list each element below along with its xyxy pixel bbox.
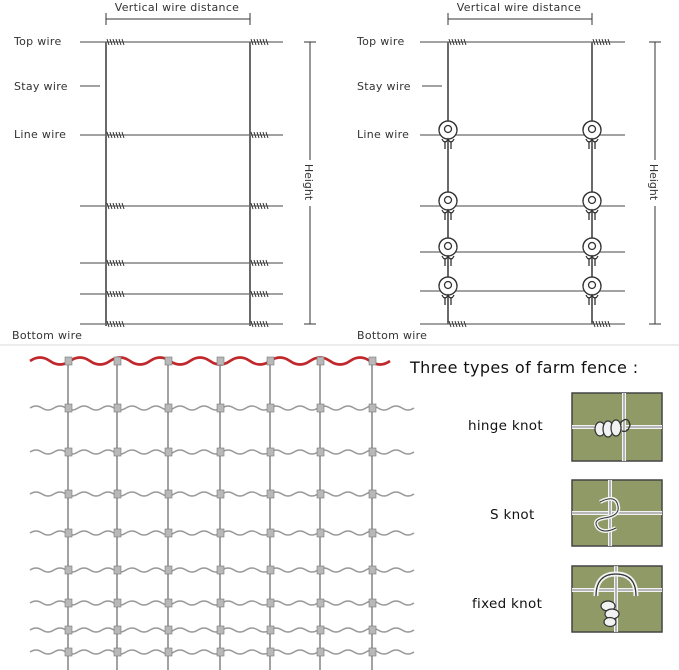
mesh-knots <box>64 356 377 657</box>
right-vertical-wire-distance-label: Vertical wire distance <box>457 1 581 14</box>
fence-mesh-photo <box>29 356 415 670</box>
hinge-knot-label: hinge knot <box>468 418 543 434</box>
left-height-label: Height <box>302 164 315 201</box>
right-bottom-wire-label: Bottom wire <box>357 329 427 342</box>
left-vertical-wire-distance-label: Vertical wire distance <box>115 1 239 14</box>
left-horizontal-wires <box>80 41 283 325</box>
right-wire-wraps <box>448 38 611 328</box>
left-wire-wraps <box>106 38 269 328</box>
s-knot-icon <box>571 479 663 547</box>
hinge-knot-icon <box>571 392 663 462</box>
right-top-wire-label: Top wire <box>356 35 405 48</box>
left-top-wire-label: Top wire <box>13 35 62 48</box>
fixed-knot-icon <box>571 565 663 633</box>
left-line-wire-label: Line wire <box>14 128 66 141</box>
right-fence-diagram: Vertical wire distance <box>356 1 662 342</box>
right-line-wire-label: Line wire <box>357 128 409 141</box>
fixed-knot-label: fixed knot <box>472 596 542 612</box>
knot-types-panel: Three types of farm fence : hinge knot S… <box>409 358 663 633</box>
right-fixed-knots <box>438 120 602 305</box>
s-knot-label: S knot <box>490 507 535 523</box>
knot-types-title: Three types of farm fence : <box>409 358 639 377</box>
left-fence-diagram: Vertical wire distance <box>12 1 317 342</box>
top-wave-wire <box>29 356 391 366</box>
left-bottom-wire-label: Bottom wire <box>12 329 82 342</box>
right-height-label: Height <box>647 164 660 201</box>
right-stay-wire-label: Stay wire <box>357 80 411 93</box>
left-stay-wire-label: Stay wire <box>14 80 68 93</box>
